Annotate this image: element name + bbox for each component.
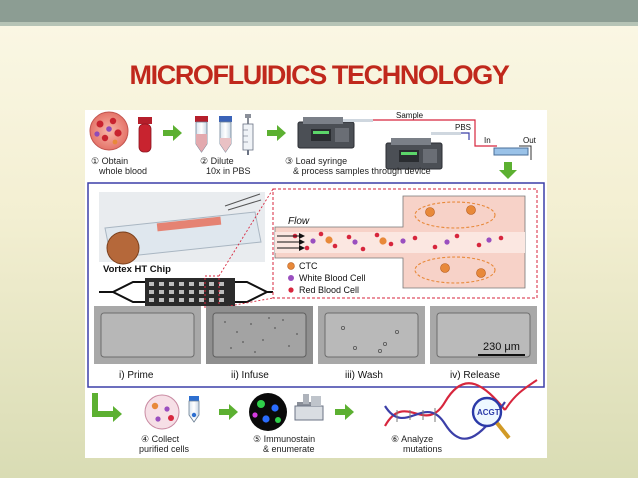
slide-title: MICROFLUIDICS TECHNOLOGY — [129, 60, 510, 90]
inlet-label: In — [484, 136, 491, 145]
purified-cells-illustration — [144, 394, 180, 430]
arrow-right-icon — [267, 125, 286, 141]
coin-icon — [106, 231, 140, 265]
step-1-label: ① Obtain — [91, 156, 128, 166]
pbs-tubing — [461, 132, 470, 140]
microscopy-panel-release — [430, 306, 537, 364]
step-5-sublabel: & enumerate — [263, 444, 315, 454]
chip-label: Vortex HT Chip — [103, 264, 171, 275]
step-1-sublabel: whole blood — [98, 166, 147, 176]
pbs-label: PBS — [455, 123, 471, 132]
outlet-label: Out — [523, 136, 537, 145]
syringe-icon — [242, 114, 254, 155]
arrow-right-icon — [219, 404, 238, 420]
arrow-right-icon — [335, 404, 354, 420]
wbc-legend-label: White Blood Cell — [299, 273, 366, 283]
step-6-label: ⑥ Analyze — [391, 434, 433, 444]
fluorescent-cells-illustration — [249, 393, 287, 431]
syringe-pump-icon — [297, 117, 373, 149]
step-2-sublabel: 10x in PBS — [206, 166, 251, 176]
stage-release-label: iv) Release — [450, 370, 500, 381]
cell-legend: CTC White Blood Cell Red Blood Cell — [287, 261, 366, 295]
whole-blood-illustration — [89, 111, 129, 151]
dilution-tubes-icon — [195, 116, 232, 153]
device-chip-icon — [493, 147, 529, 156]
wbc-legend-swatch — [288, 275, 294, 281]
vortex-channel — [274, 195, 526, 289]
sample-tubing — [373, 119, 497, 147]
ctc-legend-label: CTC — [299, 261, 318, 271]
microscope-icon — [294, 394, 324, 421]
step-2-label: ② Dilute — [200, 156, 234, 166]
microscopy-panel-infuse — [206, 306, 313, 364]
microscopy-panel-wash — [318, 306, 425, 364]
step-4-label: ④ Collect — [141, 434, 180, 444]
ctc-legend-swatch — [287, 262, 295, 270]
dna-mutation-illustration — [384, 379, 538, 440]
top-bar — [0, 0, 638, 22]
syringe-pump-icon — [385, 132, 461, 170]
step-4-sublabel: purified cells — [139, 444, 190, 454]
magnifier-icon — [471, 396, 511, 440]
arrow-right-icon — [163, 125, 182, 141]
collection-tube-icon — [188, 396, 200, 423]
stage-prime-label: i) Prime — [119, 370, 154, 381]
step-6-sublabel: mutations — [403, 444, 443, 454]
vortex-chip-schematic — [99, 275, 281, 309]
vortex-chip-photo — [99, 192, 265, 265]
vortex-process-frame — [87, 182, 545, 388]
step-3-sublabel: & process samples through device — [293, 166, 431, 176]
top-bar-underline — [0, 22, 638, 26]
flow-label: Flow — [288, 216, 310, 227]
blood-tube-icon — [138, 117, 152, 153]
flow-arrow-icon — [277, 233, 305, 251]
microscopy-panel-prime — [94, 306, 201, 364]
rbc-legend-swatch — [288, 287, 294, 293]
stage-wash-label: iii) Wash — [345, 370, 383, 381]
microfluidics-figure: Sample PBS In Out ① Obtain whole blood ②… — [85, 110, 547, 458]
dna-letters: ACGT — [477, 408, 500, 417]
stage-infuse-label: ii) Infuse — [231, 370, 269, 381]
rbc-legend-label: Red Blood Cell — [299, 285, 359, 295]
step-3-label: ③ Load syringe — [285, 156, 347, 166]
arrow-return-icon — [92, 393, 122, 422]
blood-cell-stream — [292, 231, 504, 252]
arrow-down-icon — [499, 162, 517, 179]
sample-label: Sample — [396, 111, 424, 120]
step-5-label: ⑤ Immunostain — [253, 434, 315, 444]
scale-bar-label: 230 μm — [483, 341, 520, 353]
